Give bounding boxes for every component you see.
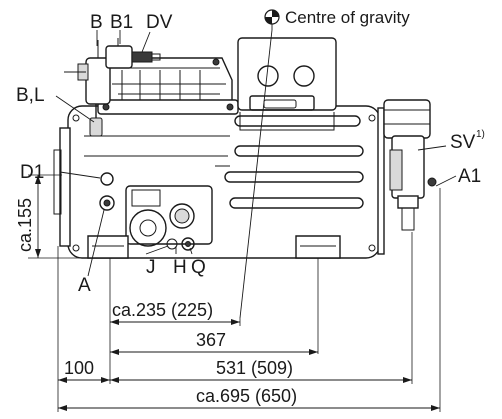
terminal-right [293,65,315,87]
cooling-ribs [84,115,364,209]
bearing-housing [125,185,213,245]
port-a1 [427,177,437,187]
oil-sight-glass [169,203,195,229]
nameplate [131,189,161,207]
dim-100-text: 100 [64,358,94,378]
dimension-531: 531 (509) [110,358,412,383]
label-q: Q [191,257,206,278]
left-flange [59,127,71,247]
valve-b1 [105,45,133,69]
label-b: B [90,12,103,33]
label-b1: B1 [110,12,133,33]
dimension-cog: ca.235 (225) [110,300,240,325]
extension-lines [57,188,441,412]
dimension-367: 367 [110,330,318,355]
dim-height-text: ca.155 [15,198,35,252]
label-j: J [146,257,156,278]
right-foot [295,235,341,259]
terminal-box-housing [237,37,337,111]
dim-cog-text: ca.235 (225) [112,300,213,320]
cog-vertical-line [239,29,273,319]
valve-dv [131,51,153,63]
centre-of-gravity-icon [264,9,280,25]
port-q [181,237,195,251]
dimension-695: ca.695 (650) [58,386,440,411]
terminal-box [237,37,337,131]
left-flange-boss [53,149,62,215]
port-d1 [100,172,114,186]
label-centre-of-gravity: Centre of gravity [285,8,410,27]
label-sv: SV [450,132,476,153]
label-a: A [78,275,91,296]
label-bl: B,L [16,85,45,106]
discharge-valve-group [64,38,161,137]
suction-valve [383,99,437,231]
dimension-100: 100 [58,358,110,383]
label-d1: D1 [20,162,44,183]
label-sv-footnote: 1) [476,129,485,140]
port-a [99,195,115,211]
label-h: H [173,257,187,278]
port-j [166,238,178,250]
dim-367-text: 367 [196,330,226,350]
right-end-plate [377,107,385,255]
dim-531-text: 531 (509) [216,358,293,378]
oil-pump-housing [129,209,167,247]
compressor-body [53,105,385,259]
dim-695-text: ca.695 (650) [196,386,297,406]
label-dv: DV [146,12,173,33]
leader-lines [55,30,457,277]
left-foot [87,235,129,259]
label-a1: A1 [458,166,481,187]
